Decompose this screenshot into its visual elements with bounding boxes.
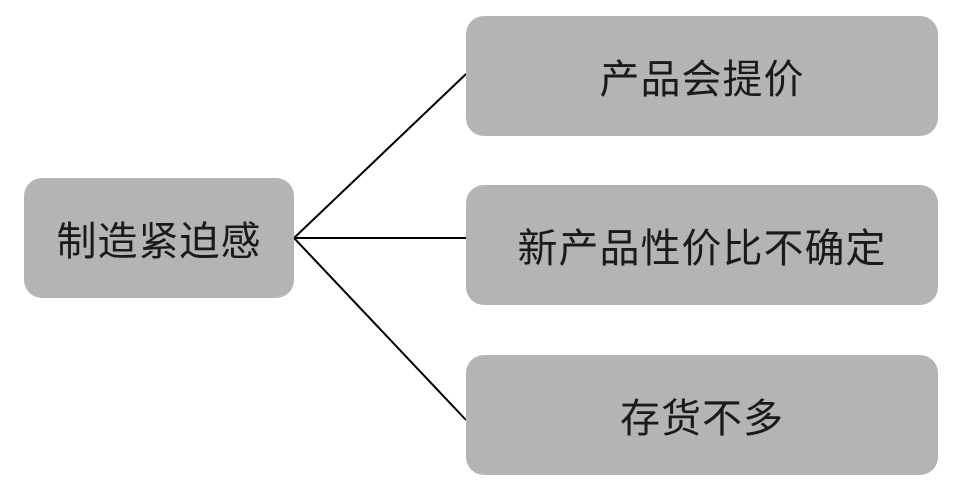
root-node: 制造紧迫感	[24, 178, 294, 298]
child-node-label: 产品会提价	[599, 57, 805, 103]
root-node-label: 制造紧迫感	[56, 219, 262, 265]
connector-to-child-1	[293, 73, 467, 239]
child-node: 产品会提价	[466, 16, 938, 136]
child-node-label: 新产品性价比不确定	[517, 226, 887, 272]
child-node: 新产品性价比不确定	[466, 185, 938, 305]
child-node: 存货不多	[466, 355, 938, 475]
child-node-label: 存货不多	[620, 396, 784, 442]
connector-to-child-3	[293, 237, 467, 421]
